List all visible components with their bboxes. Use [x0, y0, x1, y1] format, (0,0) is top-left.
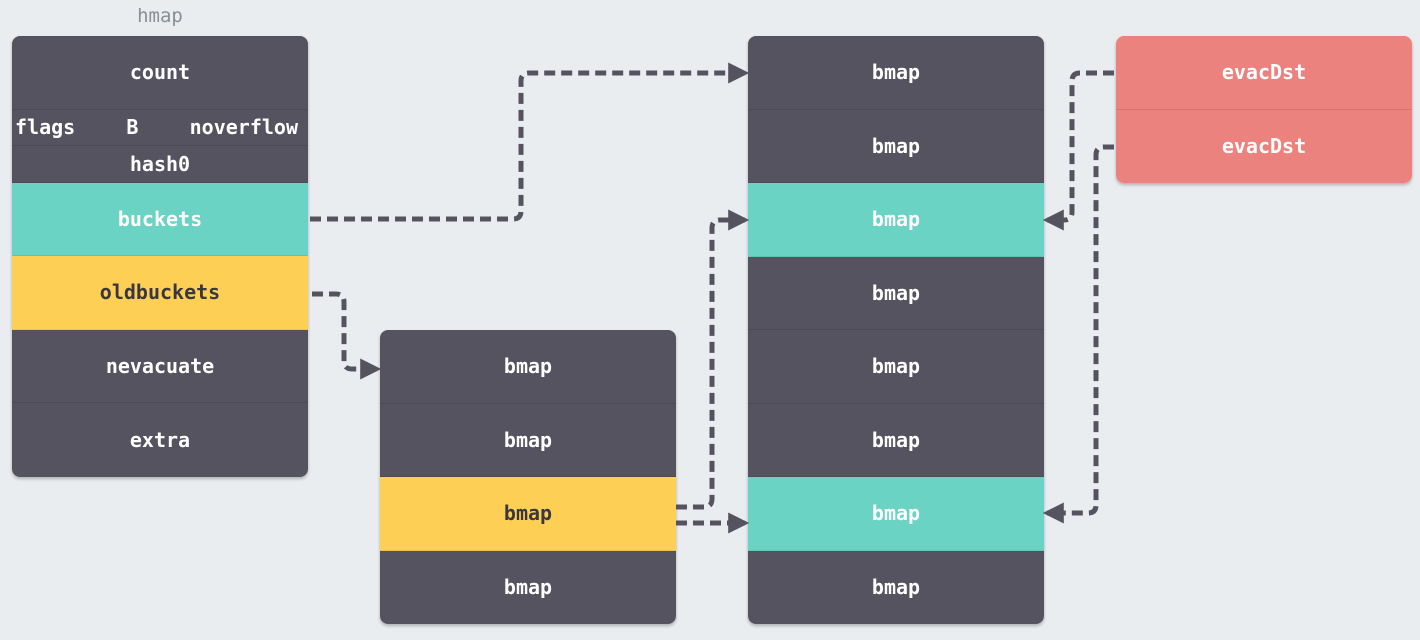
- hmap-title: hmap: [137, 5, 183, 27]
- new-bucket: bmap: [748, 403, 1044, 477]
- hmap-field-flags: flags: [15, 115, 76, 140]
- new-bucket: bmap: [748, 330, 1044, 404]
- new-bucket: bmap: [748, 256, 1044, 330]
- new-bucket: bmap: [748, 550, 1044, 624]
- evacuate-to-x-arrow: [676, 209, 750, 510]
- hmap-field-noverflow: noverflow: [189, 115, 298, 140]
- new-buckets-array: bmap bmap bmap bmap bmap bmap bmap bmap: [748, 36, 1044, 624]
- old-buckets-array: bmap bmap bmap bmap: [380, 330, 676, 624]
- hmap-field-nevacuate: nevacuate: [12, 329, 308, 403]
- old-bucket: bmap: [380, 330, 676, 404]
- evac-dst-x: evacDst: [1116, 36, 1412, 110]
- new-bucket-target-y: bmap: [748, 477, 1044, 551]
- hmap-field-row-flags: flags B noverflow: [12, 109, 308, 146]
- hmap-field-buckets: buckets: [12, 182, 308, 256]
- new-bucket-target-x: bmap: [748, 183, 1044, 257]
- evacdst-x-arrow: [1042, 70, 1114, 231]
- old-bucket: bmap: [380, 550, 676, 624]
- new-bucket: bmap: [748, 36, 1044, 110]
- evacdst-y-arrow: [1042, 144, 1114, 524]
- evac-dst-struct: evacDst evacDst: [1116, 36, 1412, 183]
- evac-dst-y: evacDst: [1116, 109, 1412, 183]
- buckets-arrow: [310, 62, 750, 222]
- hmap-field-hash0: hash0: [12, 146, 308, 183]
- hmap-field-count: count: [12, 36, 308, 110]
- hmap-field-oldbuckets: oldbuckets: [12, 256, 308, 330]
- old-bucket: bmap: [380, 403, 676, 477]
- hmap-field-extra: extra: [12, 403, 308, 477]
- oldbuckets-arrow: [312, 291, 382, 380]
- old-bucket-evacuating: bmap: [380, 477, 676, 551]
- hmap-struct: count flags B noverflow hash0 buckets ol…: [12, 36, 308, 477]
- new-bucket: bmap: [748, 109, 1044, 183]
- hmap-field-b: B: [126, 115, 139, 140]
